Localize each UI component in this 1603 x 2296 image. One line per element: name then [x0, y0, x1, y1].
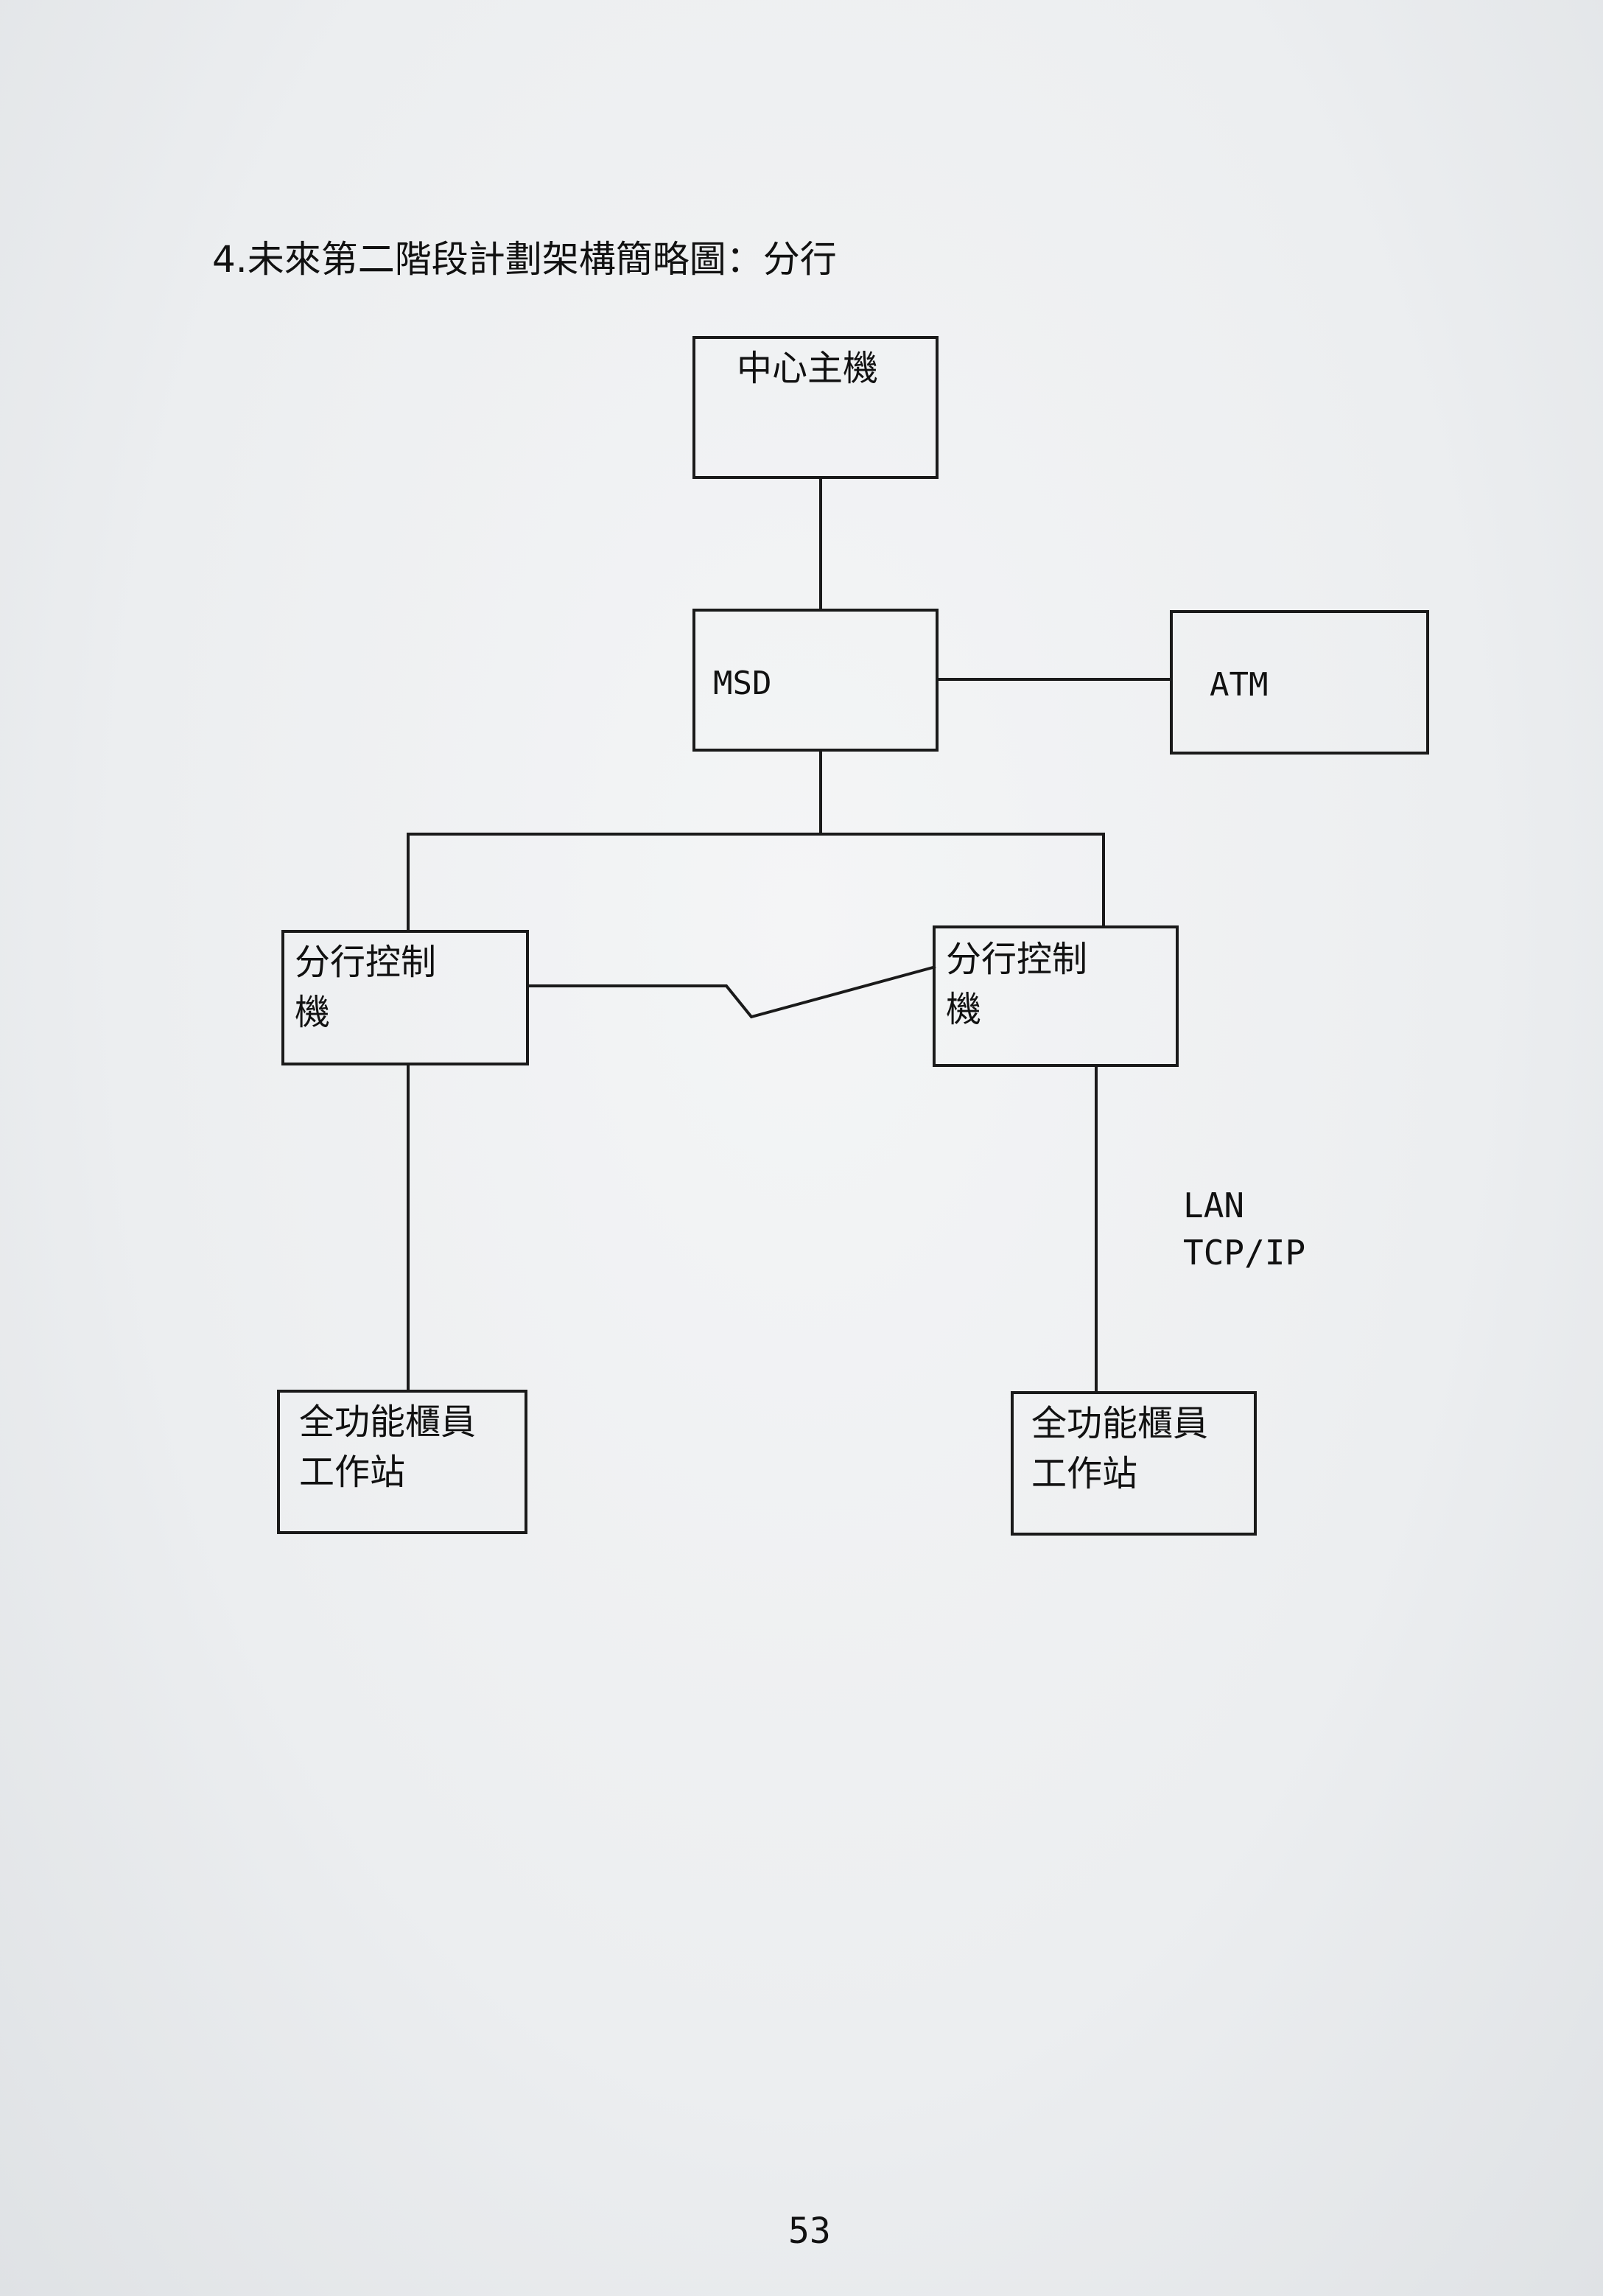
central-host-label: 中心主機 — [737, 348, 879, 389]
connector-right-branch-workstation — [1095, 1065, 1098, 1394]
connector-bus-right-drop — [1102, 833, 1105, 928]
central-host-box: 中心主機 — [692, 336, 939, 479]
teller-workstation-right-label: 全功能櫃員 工作站 — [1031, 1403, 1209, 1494]
branch-controller-right-box: 分行控制 機 — [933, 925, 1179, 1067]
connector-host-msd — [819, 476, 822, 610]
connector-msd-down — [819, 750, 822, 834]
msd-box: MSD — [692, 609, 939, 752]
atm-label: ATM — [1210, 666, 1269, 704]
connector-branch-bus — [407, 833, 1105, 836]
atm-box: ATM — [1170, 610, 1429, 755]
network-label: LAN TCP/IP — [1183, 1182, 1305, 1276]
section-heading: 4.未來第二階段計劃架構簡略圖：分行 — [212, 238, 837, 281]
network-label-protocol: TCP/IP — [1183, 1233, 1306, 1273]
branch-controller-left-box: 分行控制 機 — [281, 930, 529, 1065]
teller-workstation-left-label: 全功能櫃員 工作站 — [299, 1401, 477, 1493]
page-number: 53 — [788, 2211, 831, 2252]
branch-controller-right-label: 分行控制 機 — [946, 939, 1088, 1030]
network-label-lan: LAN — [1183, 1186, 1245, 1225]
connector-msd-atm — [936, 678, 1171, 681]
teller-workstation-right-box: 全功能櫃員 工作站 — [1011, 1391, 1257, 1536]
branch-controller-left-label: 分行控制 機 — [295, 942, 437, 1033]
connector-left-branch-workstation — [407, 1064, 410, 1391]
teller-workstation-left-box: 全功能櫃員 工作站 — [277, 1390, 527, 1534]
connector-bus-left-drop — [407, 833, 410, 933]
msd-label: MSD — [713, 665, 772, 702]
